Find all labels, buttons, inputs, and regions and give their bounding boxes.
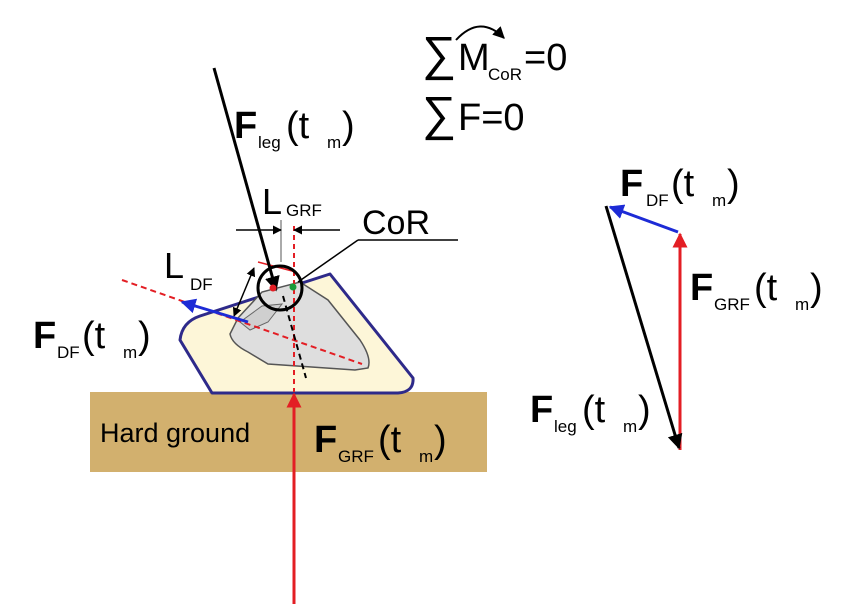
- df-f-subscript-left: DF: [57, 343, 80, 362]
- leg-force-label-left: F leg (t m ): [234, 105, 355, 152]
- cor-point-red: [269, 284, 277, 292]
- cor-label: CoR: [362, 204, 430, 242]
- leg-f-open-left: (t: [286, 105, 310, 147]
- df-f-open-left: (t: [82, 315, 106, 357]
- l-df-subscript: DF: [190, 275, 213, 294]
- grf-force-label-right: F GRF (t m ): [690, 267, 823, 314]
- df-f-symbol-left: F: [33, 315, 56, 357]
- grf-f-symbol-left: F: [314, 419, 337, 461]
- grf-f-time-subscript-left: m: [419, 447, 433, 466]
- df-f-open-right: (t: [671, 163, 695, 205]
- df-f-subscript-right: DF: [646, 191, 669, 210]
- df-force-label-right: F DF (t m ): [620, 163, 740, 210]
- grf-f-symbol-right: F: [690, 267, 713, 309]
- navicular-bone: [239, 303, 284, 331]
- moment-subscript: CoR: [488, 65, 522, 84]
- force-sum-text: F=0: [458, 97, 525, 139]
- df-force-label-left: F DF (t m ): [33, 315, 151, 362]
- grf-f-time-subscript-right: m: [795, 295, 809, 314]
- df-f-symbol-right: F: [620, 163, 643, 205]
- force-sum-symbol: ∑: [422, 88, 456, 141]
- grf-f-subscript-left: GRF: [338, 447, 374, 466]
- moment-sum-symbol: ∑: [422, 28, 456, 81]
- df-f-close-left: ): [138, 315, 151, 357]
- cor-point-green: [289, 283, 297, 291]
- leg-f-open-right: (t: [582, 389, 606, 431]
- leg-f-close-left: ): [342, 105, 355, 147]
- leg-f-time-subscript-right: m: [623, 417, 637, 436]
- grf-f-open-right: (t: [754, 267, 778, 309]
- df-force-arrow: [180, 298, 249, 324]
- l-grf-label: L: [262, 181, 282, 222]
- df-f-close-right: ): [727, 163, 740, 205]
- grf-force-label-left: F GRF (t m ): [314, 419, 447, 466]
- triangle-leg-arrow: [604, 205, 683, 450]
- df-f-time-subscript-left: m: [123, 343, 137, 362]
- df-f-time-subscript-right: m: [712, 191, 726, 210]
- leg-force-arrow: [212, 67, 280, 292]
- l-df-dimension-lower: [232, 291, 245, 317]
- moment-rotation-arrow-icon: [455, 25, 505, 41]
- cor-circle: [256, 264, 304, 312]
- hard-ground-label: Hard ground: [100, 418, 250, 448]
- df-line-of-action: [121, 279, 363, 365]
- leg-f-close-right: ): [638, 389, 651, 431]
- l-df-dimension-upper: [243, 267, 256, 293]
- leg-f-time-subscript-left: m: [327, 133, 341, 152]
- leg-f-symbol-right: F: [530, 389, 553, 431]
- cor-leader-line: [297, 239, 359, 283]
- moment-symbol: M: [458, 37, 490, 79]
- triangle-df-arrow: [608, 204, 679, 234]
- leg-force-label-right: F leg (t m ): [530, 389, 651, 436]
- moment-equation: ∑ M CoR =0: [422, 25, 567, 84]
- grf-f-subscript-right: GRF: [714, 295, 750, 314]
- leg-f-subscript-right: leg: [554, 417, 577, 436]
- leg-f-subscript-left: leg: [258, 133, 281, 152]
- force-equation: ∑ F=0: [422, 88, 525, 141]
- moment-rhs: =0: [524, 37, 567, 79]
- grf-f-open-left: (t: [378, 419, 402, 461]
- l-df-label: L: [164, 245, 184, 286]
- leg-f-symbol-left: F: [234, 105, 257, 147]
- l-grf-subscript: GRF: [286, 201, 322, 220]
- grf-f-close-right: ): [810, 267, 823, 309]
- grf-f-close-left: ): [434, 419, 447, 461]
